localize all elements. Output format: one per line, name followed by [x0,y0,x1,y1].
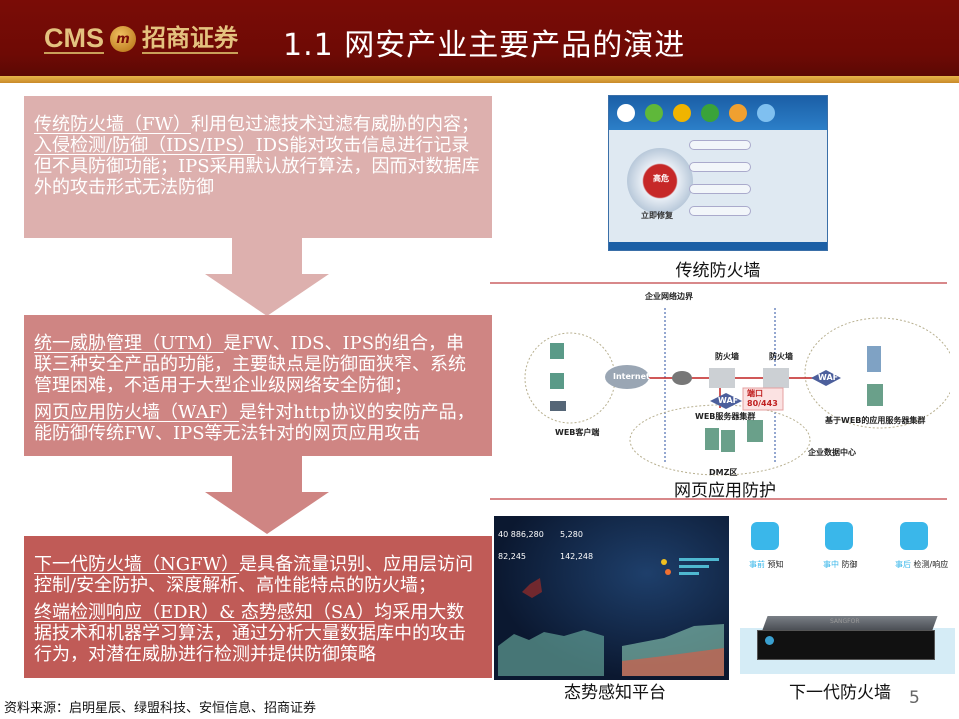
divider [490,498,947,500]
monitor-chart-icon [900,522,928,550]
box-traditional-firewall: 传统防火墙（FW）利用包过滤技术过滤有威胁的内容； 入侵检测/防御（IDS/IP… [24,96,492,238]
text-waf: 是针对http协议的安防产品，能防御传统FW、IPS等无法针对的网页应用攻击 [34,402,475,444]
label-port-number: 80/443 [747,399,778,408]
source-note: 资料来源：启明星辰、绿盟科技、安恒信息、招商证券 [4,701,317,716]
stage-after: 事后 [895,560,911,569]
stage-before: 事前 [749,560,765,569]
caption-situation-awareness: 态势感知平台 [564,683,666,703]
risk-status: 高危 [653,174,669,183]
stage-after-label: 检测/响应 [913,560,949,569]
header-bar [0,0,959,78]
stage-before-label: 预知 [767,560,784,569]
shield-icon [627,148,693,214]
metric-value: 5,280 [560,530,583,539]
page-number: 5 [909,688,920,708]
divider [490,282,947,284]
label-internet: Internet [613,372,650,381]
term-utm: 统一威胁管理（UTM） [34,333,224,354]
box-ngfw-edr-sa: 下一代防火墙（NGFW）是具备流量识别、应用层访问控制/安全防护、深度解析、高性… [24,536,492,678]
fix-button-label: 立即修复 [641,211,673,220]
firewall-software-screenshot: 高危 立即修复 [608,95,828,251]
cms-logo: CMS m 招商证券 [44,24,238,54]
waf-network-diagram: 企业网络边界 Internet 防火墙 防火墙 WAF WAF 端口 80/44… [495,288,950,478]
slide-title: 1.1 网安产业主要产品的演进 [283,28,686,63]
shield-bolt-icon [825,522,853,550]
text-utm: 是FW、IDS、IPS的组合，串联三种安全产品的功能，主要缺点是防御面狭窄、系统… [34,333,466,396]
label-web-client: WEB客户端 [555,428,600,437]
label-datacenter: 企业数据中心 [808,448,856,457]
term-ngfw: 下一代防火墙（NGFW） [34,554,240,575]
term-ids: 入侵检测/防御（IDS/IPS） [34,135,256,156]
metric-value: 142,248 [560,552,594,561]
situation-awareness-dashboard: 40 886,280 5,280 82,245 142,248 [494,516,729,680]
term-fw: 传统防火墙（FW） [34,114,191,135]
gold-stripe [0,76,959,83]
label-firewall-1: 防火墙 [715,352,739,361]
text-ngfw: 是具备流量识别、应用层访问控制/安全防护、深度解析、高性能特点的防火墙； [34,554,474,596]
label-waf-1: WAF [718,396,739,405]
caption-ngfw: 下一代防火墙 [789,683,891,703]
radar-icon [751,522,779,550]
label-port: 端口 [747,389,763,398]
caption-waf: 网页应用防护 [674,481,776,501]
label-dmz: DMZ区 [709,468,738,477]
label-waf-2: WAF [818,373,839,382]
text-fw: 利用包过滤技术过滤有威胁的内容； [191,114,479,135]
stage-during: 事中 [823,560,839,569]
logo-badge-icon: m [110,26,136,52]
ngfw-product-image: 事前 预知 事中 防御 事后 检测/响应 SANGFOR [735,510,955,676]
metric-value: 40 886,280 [498,530,544,539]
logo-cn: 招商证券 [142,23,238,54]
label-boundary: 企业网络边界 [645,292,693,301]
term-waf: 网页应用防火墙（WAF） [34,402,240,423]
label-web-cluster: WEB服务器集群 [695,412,756,421]
metric-value: 82,245 [498,552,526,561]
box-utm-waf: 统一威胁管理（UTM）是FW、IDS、IPS的组合，串联三种安全产品的功能，主要… [24,315,492,456]
label-firewall-2: 防火墙 [769,352,793,361]
text-edr-sa: 均采用大数据技术和机器学习算法，通过分析大量数据库中的攻击行为，对潜在威胁进行检… [34,602,466,665]
stage-during-label: 防御 [841,560,858,569]
text-ids: IDS能对攻击信息进行记录但不具防御功能；IPS采用默认放行算法，因而对数据库外… [34,135,480,198]
caption-traditional-firewall: 传统防火墙 [675,261,761,281]
logo-en: CMS [44,23,104,54]
term-edr-sa: 终端检测响应（EDR）& 态势感知（SA） [34,602,375,623]
brand-label: SANGFOR [830,618,860,625]
label-app-cluster: 基于WEB的应用服务器集群 [825,416,926,425]
